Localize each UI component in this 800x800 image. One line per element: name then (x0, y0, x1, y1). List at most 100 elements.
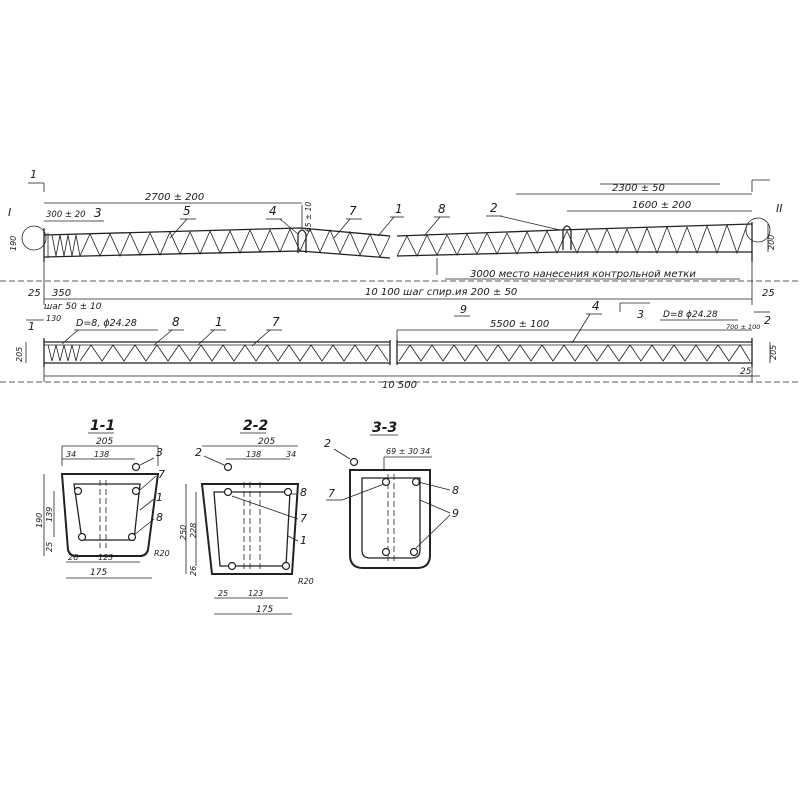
s11-callout-8: 8 (156, 511, 163, 524)
s22-callout-7: 7 (300, 512, 307, 525)
s11-callout-7: 7 (158, 468, 165, 481)
s11-dim-r20: R20 (154, 549, 170, 558)
section-cut-1-lower-left: 1 (26, 319, 44, 333)
section-cut-3: 3 (619, 302, 650, 321)
top-chord-lower-right (396, 251, 752, 257)
section-1-1-title: 1-1 (90, 418, 115, 434)
s22-callout-1: 1 (300, 534, 307, 547)
s33-callout-7: 7 (328, 487, 335, 500)
callout-3: 3 (94, 206, 102, 220)
dim-190: 190 (9, 236, 18, 251)
s11-dim-25: 25 (45, 542, 54, 552)
top-chord-lower-left (43, 250, 391, 259)
cut-label-2: 2 (764, 314, 771, 327)
s11-dim-123: 123 (98, 553, 113, 562)
section-2-2: 2-2 205 138 34 250 228 26 25 123 175 R20… (179, 418, 314, 615)
dim-25-right: 25 (762, 288, 775, 299)
node-I-label: I (8, 206, 11, 219)
s33-dim-69: 69 ± 30 (386, 447, 418, 456)
s22-dim-34: 34 (286, 450, 296, 459)
callout-8: 8 (172, 315, 180, 329)
dim-205-right: 205 (769, 345, 778, 360)
top-chord-upper-left (43, 227, 391, 237)
s11-dim-175: 175 (90, 568, 107, 578)
s33-dim-34: 34 (420, 447, 430, 456)
s22-dim-205: 205 (258, 437, 275, 447)
bottom-elevation: 1 3 2 130 D=8, ϕ24.28 5500 ± 100 D=8 ϕ24… (0, 299, 800, 391)
callout-7: 7 (272, 315, 280, 329)
top-zigzag-right (396, 223, 748, 257)
s22-dim-26: 26 (189, 566, 198, 576)
step-50: шаг 50 ± 10 (44, 302, 102, 312)
s22-dim-250: 250 (179, 525, 188, 540)
section-cut-2-lower-right: 2 (754, 311, 771, 327)
s22-callout-8: 8 (300, 486, 307, 499)
callout-4: 4 (269, 204, 277, 218)
node-II-label: II (776, 202, 783, 215)
s22-dim-25: 25 (218, 589, 228, 598)
bottom-zigzag-left (79, 344, 389, 362)
callout-5: 5 (183, 204, 191, 218)
dim-130: 130 (46, 314, 61, 323)
callout-8: 8 (438, 202, 446, 216)
bottom-callouts: 8 1 7 9 4 (153, 299, 602, 347)
s22-dim-175: 175 (256, 605, 273, 615)
s22-dim-r20: R20 (298, 577, 314, 586)
dim-205-left: 205 (15, 347, 24, 362)
total-10100: 10 100 шаг спир.ия 200 ± 50 (365, 287, 517, 298)
s11-dim-138: 138 (94, 450, 109, 459)
section-2-2-title: 2-2 (243, 418, 268, 434)
dim-25-bottom: 25 (740, 367, 752, 377)
lifting-loop-right (562, 225, 572, 250)
callout-2: 2 (490, 201, 498, 215)
callout-9: 9 (460, 303, 467, 316)
top-truss (43, 205, 753, 262)
s11-dim-26: 26 (68, 553, 78, 562)
s33-outline (349, 469, 431, 569)
dim-1600: 1600 ± 200 (632, 200, 691, 211)
s11-outline (60, 473, 160, 557)
diam-left: D=8, ϕ24.28 (76, 318, 137, 329)
callout-4: 4 (592, 299, 600, 313)
s11-callout-3: 3 (156, 446, 163, 459)
node-II: II (745, 202, 783, 243)
s11-dim-34: 34 (66, 450, 76, 459)
section-3-3: 3-3 69 ± 30 34 2 7 8 9 (324, 420, 459, 569)
dim-300: 300 ± 20 (46, 210, 86, 220)
bottom-zigzag-right (398, 344, 751, 362)
section-1-1: 1-1 205 34 138 190 139 25 26 123 175 R20… (35, 418, 170, 579)
s22-dim-228: 228 (189, 523, 198, 538)
dim-65: 65 ± 10 (304, 202, 313, 232)
s22-dim-138: 138 (246, 450, 261, 459)
dim-700: 700 ± 100 (726, 323, 760, 331)
s11-dim-190: 190 (35, 513, 44, 528)
s22-dim-123: 123 (248, 589, 263, 598)
dim-2300: 2300 ± 50 (612, 183, 665, 194)
callout-1: 1 (215, 315, 223, 329)
top-elevation: 1 2700 ± 200 2300 ± 50 1600 ± 200 300 ± … (0, 168, 800, 312)
dim-200: 200 (767, 235, 776, 250)
callout-7: 7 (349, 204, 357, 218)
top-chord-upper-right (396, 223, 753, 237)
s11-callout-1: 1 (156, 491, 163, 504)
s33-callout-9: 9 (452, 507, 459, 520)
dim-2700: 2700 ± 200 (145, 192, 204, 203)
node-I: I (8, 206, 47, 251)
dim-25-left: 25 (28, 288, 41, 299)
s33-callout-2: 2 (324, 437, 331, 450)
diam-right: D=8 ϕ24.28 (663, 310, 718, 320)
top-zigzag-left (79, 228, 391, 258)
cut-label-3: 3 (637, 308, 644, 321)
dim-5500: 5500 ± 100 (490, 319, 549, 330)
cut-label-1-lower: 1 (28, 320, 35, 333)
mark-note: 3000 место нанесения контрольной метки (470, 269, 696, 280)
total-10500: 10 500 (382, 380, 417, 391)
s33-callout-8: 8 (452, 484, 459, 497)
callout-1: 1 (395, 202, 403, 216)
s22-callout-2: 2 (195, 446, 202, 459)
top-callouts: 3 5 4 7 1 8 2 (92, 201, 561, 239)
s22-outline (200, 483, 300, 575)
section-3-3-title: 3-3 (372, 420, 397, 436)
section-cut-1-left: 1 (28, 168, 45, 192)
